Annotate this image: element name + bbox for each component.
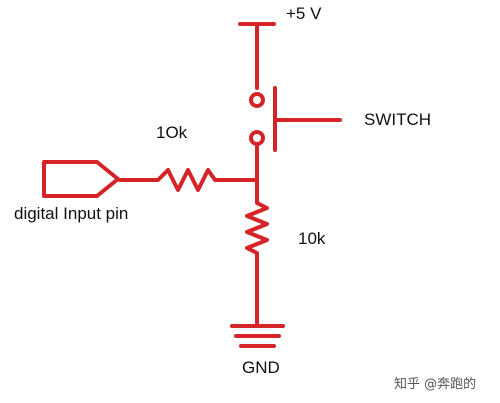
switch-contact-top	[249, 92, 265, 108]
resistor-bottom-label: 10k	[298, 229, 326, 248]
input-pin-connector	[42, 160, 120, 198]
vertical-resistor	[245, 178, 269, 327]
switch-label: SWITCH	[364, 110, 431, 129]
resistor-top-label: 1Ok	[156, 123, 188, 142]
horizontal-resistor	[118, 168, 259, 192]
input-pin-label: digital Input pin	[14, 204, 128, 223]
watermark-text: 知乎 @奔跑的	[394, 376, 476, 392]
ground-label: GND	[242, 358, 280, 377]
supply-label: +5 V	[286, 4, 322, 23]
